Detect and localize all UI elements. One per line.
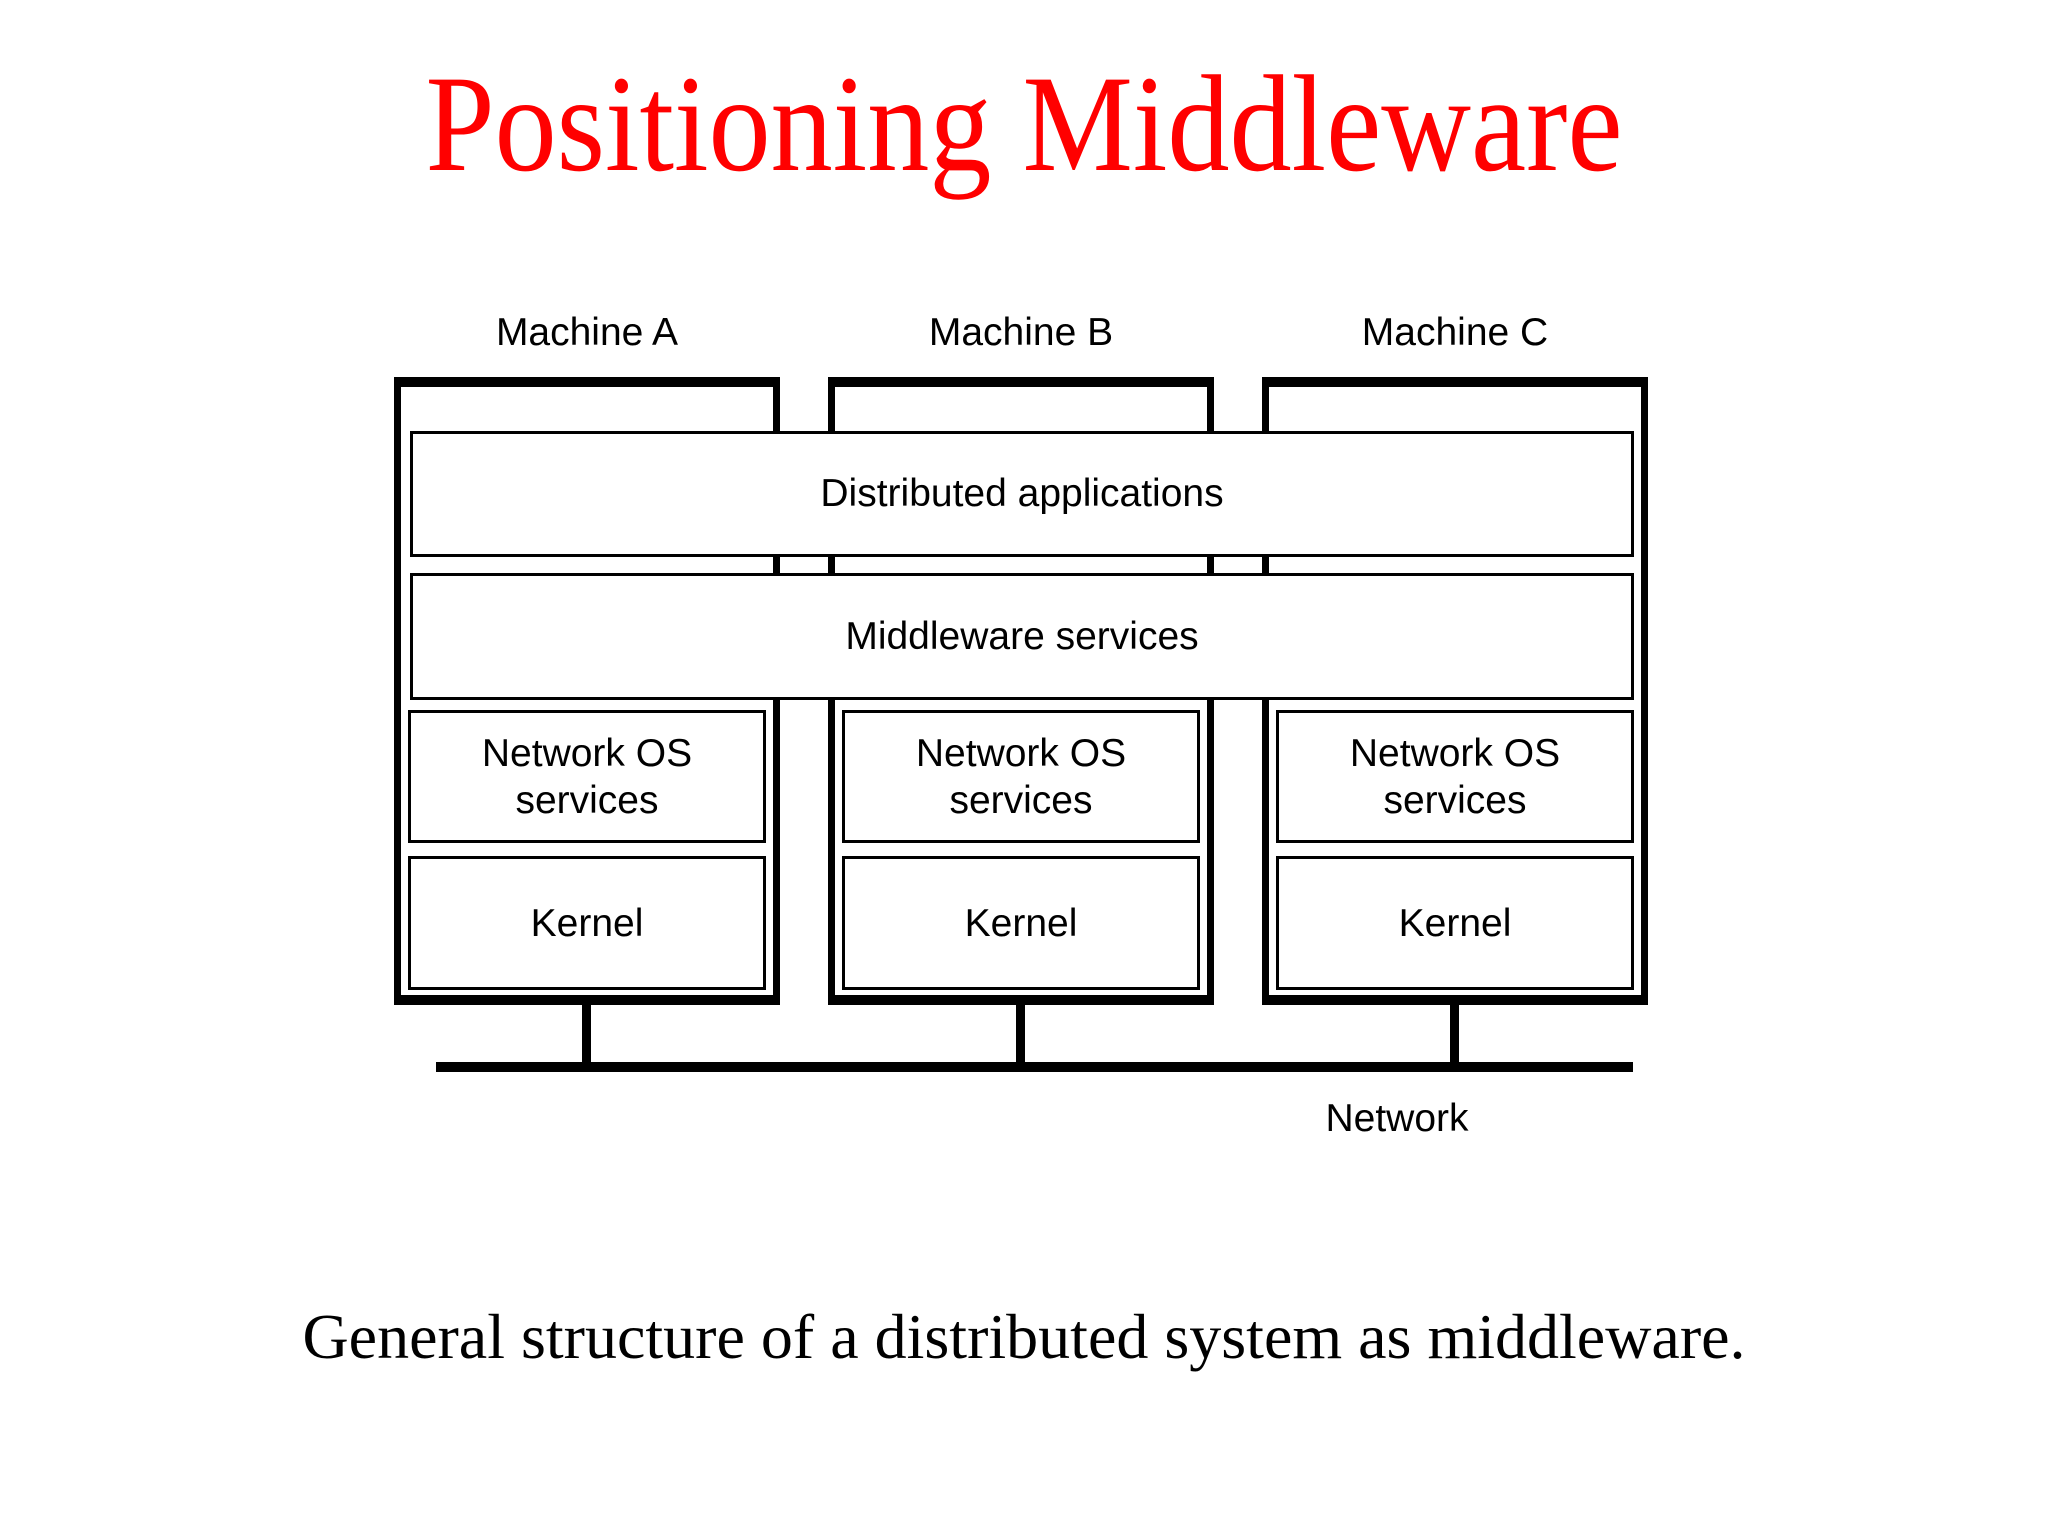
network-os-label-line1: Network OS (481, 731, 693, 775)
machine-c-label: Machine C (1361, 311, 1549, 354)
network-os-label-line2: services (949, 778, 1093, 822)
network-label: Network (1325, 1097, 1469, 1140)
page-title-text: Positioning Middleware (425, 47, 1623, 200)
page-title: Positioning Middleware (0, 47, 2048, 200)
kernel-box-a: Kernel (408, 856, 766, 990)
network-stub-b (1016, 1000, 1025, 1064)
network-os-label-line2: services (1383, 778, 1527, 822)
machine-b-label: Machine B (928, 311, 1114, 354)
network-os-label-line1: Network OS (1349, 731, 1561, 775)
middleware-services-box: Middleware services (410, 573, 1634, 700)
network-os-label-line1: Network OS (915, 731, 1127, 775)
kernel-box-c: Kernel (1276, 856, 1634, 990)
kernel-label: Kernel (1398, 901, 1512, 945)
network-os-label-line2: services (515, 778, 659, 822)
network-os-box-a: Network OS services (408, 710, 766, 843)
distributed-applications-box: Distributed applications (410, 431, 1634, 557)
network-bus-line (436, 1062, 1633, 1072)
distributed-applications-label: Distributed applications (820, 472, 1224, 515)
middleware-services-label: Middleware services (845, 614, 1199, 658)
machine-a-label: Machine A (495, 311, 679, 354)
kernel-label: Kernel (530, 901, 644, 945)
network-os-box-b: Network OS services (842, 710, 1200, 843)
network-os-box-c: Network OS services (1276, 710, 1634, 843)
network-stub-a (582, 1000, 591, 1064)
network-stub-c (1450, 1000, 1459, 1064)
figure-caption: General structure of a distributed syste… (302, 1301, 1746, 1372)
kernel-label: Kernel (964, 901, 1078, 945)
kernel-box-b: Kernel (842, 856, 1200, 990)
